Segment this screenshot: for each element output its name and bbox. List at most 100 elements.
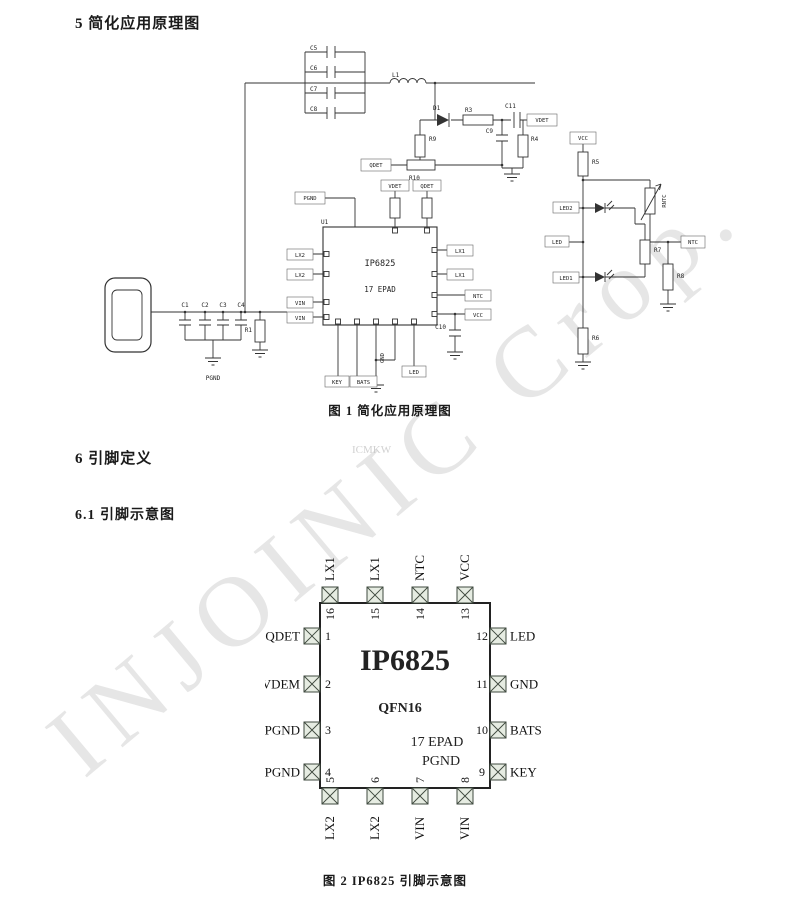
net-vdet-2: VDET	[388, 184, 402, 190]
svg-text:16: 16	[323, 608, 337, 620]
ground-symbols	[205, 173, 676, 393]
ref-r5: R5	[592, 159, 600, 166]
pin-top-15: LX1 15	[366, 557, 384, 620]
ref-r10: R10	[409, 175, 420, 182]
ref-c8: C8	[310, 106, 318, 113]
qfn-package-body	[319, 602, 491, 789]
figure2-pinout: IP6825 QFN16 17 EPAD PGND QDET 1 VDEM 2 …	[262, 554, 542, 840]
net-lx1-b: LX1	[455, 273, 465, 279]
svg-text:2: 2	[325, 677, 331, 691]
ic-pin-squares	[323, 227, 438, 325]
ref-c5: C5	[310, 45, 318, 52]
ic-refdes: U1	[321, 219, 329, 226]
svg-text:NTC: NTC	[412, 555, 427, 581]
net-vdet: VDET	[535, 118, 549, 124]
pin-top-13: VCC 13	[456, 554, 474, 620]
net-qdet: QDET	[369, 163, 383, 169]
svg-text:12: 12	[476, 629, 488, 643]
svg-text:1: 1	[325, 629, 331, 643]
svg-text:5: 5	[323, 777, 337, 783]
section-6-heading: 6 引脚定义	[75, 451, 153, 467]
ref-r9: R9	[429, 136, 437, 143]
pin-top-14: NTC 14	[411, 555, 429, 620]
svg-text:4: 4	[325, 765, 331, 779]
net-vin-a: VIN	[295, 301, 305, 307]
net-lx1-a: LX1	[455, 249, 465, 255]
svg-text:7: 7	[413, 777, 427, 783]
section-6-1-heading: 6.1 引脚示意图	[75, 508, 175, 523]
pin-right-11: GND 11	[476, 675, 538, 693]
ref-c11: C11	[505, 103, 516, 110]
svg-text:10: 10	[476, 723, 488, 737]
pin-bottom-6: 6 LX2	[366, 777, 384, 840]
pin-left-2: VDEM 2	[262, 675, 331, 693]
net-vcc: VCC	[473, 313, 483, 319]
ref-c1: C1	[181, 302, 189, 309]
pin-left-3: PGND 3	[265, 721, 331, 739]
figure1-schematic: U1 IP6825 17 EPAD VDET QDET PGND VDET QD…	[104, 45, 706, 393]
svg-text:6: 6	[368, 777, 382, 783]
svg-text:VIN: VIN	[412, 816, 427, 840]
svg-text:13: 13	[458, 608, 472, 620]
svg-text:QDET: QDET	[265, 629, 300, 644]
pinout-part-number: IP6825	[360, 644, 450, 677]
usb-connector	[104, 277, 152, 353]
ic-ip6825: U1 IP6825 17 EPAD	[321, 219, 438, 326]
net-pgnd-2: PGND	[206, 375, 221, 382]
net-gnd: GND	[380, 353, 386, 363]
net-led1: LED1	[559, 276, 572, 282]
net-led2: LED2	[559, 206, 572, 212]
ref-r1: R1	[245, 327, 253, 334]
svg-text:LX2: LX2	[367, 816, 382, 840]
pin-right-12: LED 12	[476, 627, 535, 645]
ref-r7: R7	[654, 247, 662, 254]
svg-text:GND: GND	[510, 677, 538, 692]
svg-text:VIN: VIN	[457, 816, 472, 840]
ref-r8: R8	[677, 273, 685, 280]
ref-c6: C6	[310, 65, 318, 72]
net-led: LED	[409, 370, 419, 376]
svg-text:PGND: PGND	[265, 765, 300, 780]
svg-text:LX1: LX1	[367, 557, 382, 581]
pinout-epad-line2: PGND	[422, 754, 460, 769]
net-vcc-2: VCC	[578, 136, 588, 142]
schematic-wires	[151, 46, 681, 385]
net-led-mid: LED	[552, 240, 562, 246]
svg-text:14: 14	[413, 608, 427, 620]
ref-r4: R4	[531, 136, 539, 143]
figure2-caption: 图 2 IP6825 引脚示意图	[322, 874, 468, 888]
svg-text:9: 9	[479, 765, 485, 779]
pin-bottom-8: 8 VIN	[456, 777, 474, 840]
net-vin-b: VIN	[295, 316, 305, 322]
svg-text:BATS: BATS	[510, 723, 542, 738]
ref-c3: C3	[219, 302, 227, 309]
ref-c7: C7	[310, 86, 318, 93]
ic-part-number: IP6825	[365, 259, 396, 269]
pin-right-9: KEY 9	[479, 763, 537, 781]
pin-bottom-7: 7 VIN	[411, 777, 429, 840]
svg-text:8: 8	[458, 777, 472, 783]
svg-text:3: 3	[325, 723, 331, 737]
net-key: KEY	[332, 380, 343, 386]
section-5-heading: 5 简化应用原理图	[75, 16, 201, 32]
pin-right-10: BATS 10	[476, 721, 542, 739]
net-qdet-2: QDET	[420, 184, 434, 190]
figure1-container: U1 IP6825 17 EPAD VDET QDET PGND VDET QD…	[65, 40, 725, 405]
ref-c10: C10	[435, 324, 446, 331]
svg-text:VDEM: VDEM	[265, 677, 300, 692]
junction-dots	[183, 81, 670, 362]
svg-text:15: 15	[368, 608, 382, 620]
figure2-container: IP6825 QFN16 17 EPAD PGND QDET 1 VDEM 2 …	[262, 548, 565, 863]
net-lx2-a: LX2	[295, 253, 305, 259]
ref-c9: C9	[486, 128, 494, 135]
pinout-epad-line1: 17 EPAD	[411, 735, 464, 750]
pin-left-1: QDET 1	[265, 627, 331, 645]
svg-text:LED: LED	[510, 629, 535, 644]
ref-l1: L1	[392, 72, 400, 79]
svg-text:VCC: VCC	[457, 554, 472, 581]
led2-symbol	[595, 200, 615, 213]
ref-rntc: RNTC	[662, 194, 668, 207]
svg-text:LX2: LX2	[322, 816, 337, 840]
svg-text:PGND: PGND	[265, 723, 300, 738]
